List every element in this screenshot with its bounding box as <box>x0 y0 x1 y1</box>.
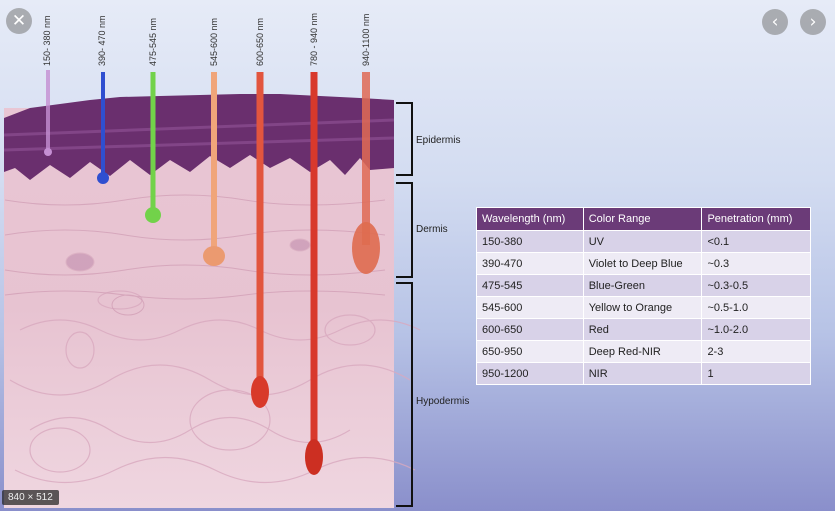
cell-color-range: UV <box>582 230 703 253</box>
layer-label-epidermis: Epidermis <box>416 135 461 146</box>
wavelength-label-uv: 150- 380 nm <box>42 15 52 66</box>
epidermis-texture <box>3 118 395 152</box>
cell-color-range: Yellow to Orange <box>582 296 703 319</box>
beam-deep-red-nir <box>305 72 323 475</box>
beam-uv <box>44 70 52 156</box>
penetration-table: Wavelength (nm) Color Range Penetration … <box>476 207 811 385</box>
table-row: 150-380 UV <0.1 <box>476 230 811 253</box>
cell-penetration: ~1.0-2.0 <box>701 318 811 341</box>
wavelength-label-blue-green: 475-545 nm <box>148 17 158 66</box>
cell-color-range: Red <box>582 318 703 341</box>
beam-nir <box>352 72 380 274</box>
previous-image-button[interactable]: ‹ <box>762 9 788 35</box>
next-image-button[interactable]: › <box>800 9 826 35</box>
cell-color-range: Blue-Green <box>582 274 703 297</box>
wavelength-label-deep-red-nir: 780 - 940 nm <box>309 12 319 66</box>
cell-wavelength: 475-545 <box>476 274 584 297</box>
cell-penetration: <0.1 <box>701 230 811 253</box>
table-row: 475-545 Blue-Green ~0.3-0.5 <box>476 274 811 297</box>
epidermis-bracket <box>396 102 413 176</box>
cell-penetration: ~0.3-0.5 <box>701 274 811 297</box>
cell-color-range: Deep Red-NIR <box>582 340 703 363</box>
header-color-range: Color Range <box>582 207 703 231</box>
image-size-badge: 840 × 512 <box>2 490 59 505</box>
hypodermis-fat-texture <box>9 290 421 483</box>
table-header-row: Wavelength (nm) Color Range Penetration … <box>476 207 811 231</box>
cell-wavelength: 950-1200 <box>476 362 584 385</box>
beam-violet-blue <box>97 72 109 184</box>
beam-yellow-orange <box>203 72 225 266</box>
cell-wavelength: 600-650 <box>476 318 584 341</box>
close-icon: ✕ <box>11 10 27 31</box>
wavelength-label-nir: 940-1100 nm <box>361 13 371 66</box>
table-row: 600-650 Red ~1.0-2.0 <box>476 318 811 341</box>
chevron-right-icon: › <box>809 11 817 32</box>
cell-color-range: Violet to Deep Blue <box>582 252 703 275</box>
table-row: 950-1200 NIR 1 <box>476 362 811 385</box>
layer-brackets <box>396 102 413 507</box>
cell-penetration: 1 <box>701 362 811 385</box>
cell-color-range: NIR <box>582 362 703 385</box>
close-button[interactable]: ✕ <box>6 8 32 34</box>
wavelength-label-violet-blue: 390- 470 nm <box>97 15 107 66</box>
cell-wavelength: 545-600 <box>476 296 584 319</box>
cell-wavelength: 650-950 <box>476 340 584 363</box>
wavelength-label-red: 600-650 nm <box>255 17 265 66</box>
beam-red <box>251 72 269 408</box>
chevron-left-icon: ‹ <box>771 11 779 32</box>
cell-penetration: ~0.3 <box>701 252 811 275</box>
header-penetration: Penetration (mm) <box>701 207 811 231</box>
cell-penetration: ~0.5-1.0 <box>701 296 811 319</box>
dermis-bracket <box>396 182 413 278</box>
table-row: 545-600 Yellow to Orange ~0.5-1.0 <box>476 296 811 319</box>
table-row: 390-470 Violet to Deep Blue ~0.3 <box>476 252 811 275</box>
cell-wavelength: 150-380 <box>476 230 584 253</box>
layer-label-dermis: Dermis <box>416 224 448 235</box>
cell-wavelength: 390-470 <box>476 252 584 275</box>
light-beams <box>44 70 380 475</box>
hypodermis-bracket <box>396 282 413 507</box>
beam-blue-green <box>145 72 161 223</box>
wavelength-label-yellow-orange: 545-600 nm <box>209 17 219 66</box>
cell-penetration: 2-3 <box>701 340 811 363</box>
table-row: 650-950 Deep Red-NIR 2-3 <box>476 340 811 363</box>
header-wavelength: Wavelength (nm) <box>476 207 584 231</box>
layer-label-hypodermis: Hypodermis <box>416 396 470 407</box>
